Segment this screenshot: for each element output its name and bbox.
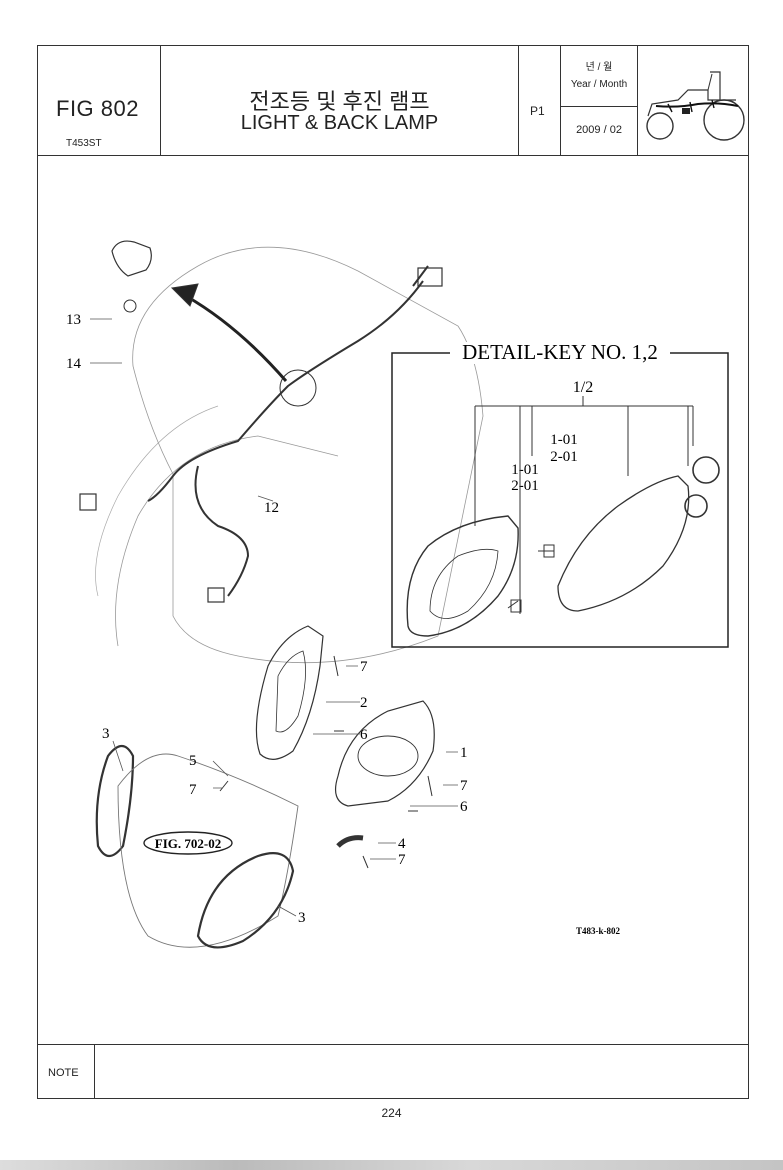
- detail-sub-b2: 2-01: [511, 478, 539, 494]
- callout-6b: 6: [460, 799, 468, 815]
- callout-12: 12: [264, 500, 279, 516]
- model-code: T453ST: [66, 138, 102, 149]
- note-label-cell: NOTE: [38, 1045, 95, 1099]
- page-cell: P1: [519, 46, 561, 155]
- revision-date: 2009 / 02: [576, 124, 622, 136]
- detail-title: DETAIL-KEY NO. 1,2: [462, 340, 658, 364]
- drawing-code: T483-k-802: [576, 926, 621, 936]
- tractor-thumbnail: [638, 46, 750, 155]
- callout-3a: 3: [102, 726, 110, 742]
- detail-key-label: 1/2: [573, 379, 593, 396]
- note-row: NOTE: [38, 1044, 748, 1099]
- date-heading: 년 / 월 Year / Month: [561, 46, 637, 107]
- callout-7a: 7: [360, 659, 368, 675]
- note-label: NOTE: [48, 1067, 79, 1079]
- callout-1: 1: [460, 745, 468, 761]
- date-heading-english: Year / Month: [570, 79, 628, 90]
- callout-7c: 7: [460, 778, 468, 794]
- callout-7d: 7: [398, 852, 406, 868]
- title-korean: 전조등 및 후진 램프: [249, 89, 430, 114]
- page-id: P1: [530, 104, 545, 118]
- detail-sub-a2: 2-01: [550, 449, 578, 465]
- scan-edge: [0, 1160, 783, 1170]
- title-block: FIG 802 T453ST 전조등 및 후진 램프 LIGHT & BACK …: [38, 46, 748, 156]
- title-cell: 전조등 및 후진 램프 LIGHT & BACK LAMP: [161, 46, 519, 155]
- detail-sub-b1: 1-01: [511, 462, 539, 478]
- parts-diagram: DETAIL-KEY NO. 1,2 1/2 1-01 2-01 1-01 2-…: [38, 156, 748, 1044]
- title-english: LIGHT & BACK LAMP: [240, 112, 439, 134]
- callout-14: 14: [66, 356, 82, 372]
- callout-4: 4: [398, 836, 406, 852]
- callout-3b: 3: [298, 910, 306, 926]
- tractor-thumbnail-icon: [646, 71, 745, 141]
- detail-sub-a1: 1-01: [550, 432, 578, 448]
- page-number: 224: [381, 1106, 402, 1120]
- figure-reference: FIG. 702-02: [155, 836, 221, 851]
- date-heading-korean: 년 / 월: [585, 62, 613, 73]
- date-cell: 년 / 월 Year / Month 2009 / 02: [561, 46, 638, 155]
- callout-7b: 7: [189, 782, 197, 798]
- exploded-view-svg: DETAIL-KEY NO. 1,2 1/2 1-01 2-01 1-01 2-…: [66, 240, 729, 949]
- figure-number: FIG 802: [56, 96, 139, 121]
- callout-6a: 6: [360, 727, 368, 743]
- callout-2: 2: [360, 695, 368, 711]
- sheet-frame: FIG 802 T453ST 전조등 및 후진 램프 LIGHT & BACK …: [37, 45, 749, 1099]
- callout-5: 5: [189, 753, 197, 769]
- callout-13: 13: [66, 312, 81, 328]
- figure-cell: FIG 802 T453ST: [38, 46, 161, 155]
